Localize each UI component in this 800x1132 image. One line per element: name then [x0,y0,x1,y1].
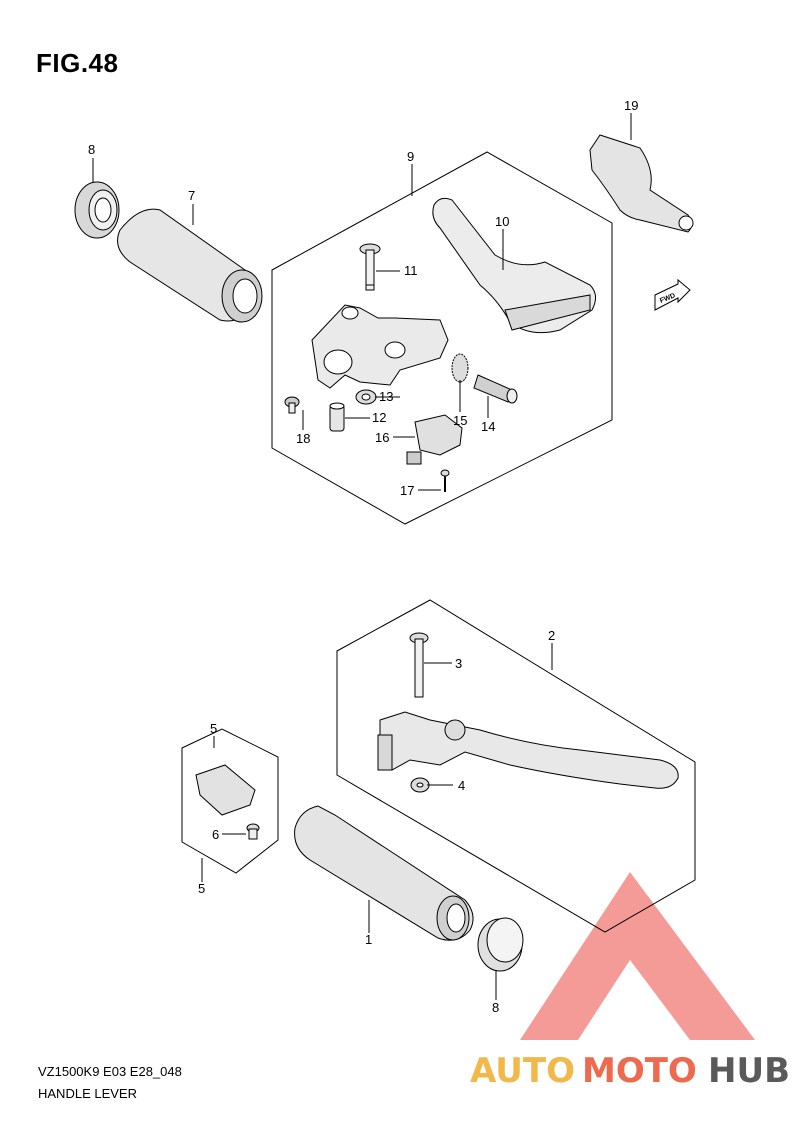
callout-8-bottom: 8 [492,1000,499,1015]
svg-text:AUTO: AUTO [470,1051,575,1091]
callout-9: 9 [407,149,414,164]
callout-13: 13 [379,389,393,404]
part-16-switch [406,414,463,465]
part-15-adjuster [451,353,469,383]
callout-7: 7 [188,188,195,203]
watermark-text: AUTO MOTO HUB [470,1051,790,1091]
part-3-bolt [409,632,429,698]
callout-15: 15 [453,413,467,428]
callout-10: 10 [495,214,509,229]
callout-2: 2 [548,628,555,643]
callout-12: 12 [372,410,386,425]
watermark-triangle [520,872,755,1040]
callout-16: 16 [375,430,389,445]
part-13-nut [355,389,377,405]
part-14-screw [473,374,518,404]
callout-18: 18 [296,431,310,446]
figure-title: FIG.48 [36,48,119,78]
part-1-throttle-grip [294,805,474,941]
callout-5: 5 [198,881,205,896]
part-17-screw [440,469,450,492]
part-2-lever [377,711,679,789]
svg-text:HUB: HUB [708,1051,790,1091]
part-12-collar [329,402,345,432]
part-10-lever [432,197,596,334]
callout-8-top: 8 [88,142,95,157]
callout-5-top: 5 [210,721,217,736]
part-18-bolt [284,396,300,414]
figure-code: VZ1500K9 E03 E28_048 [38,1064,182,1079]
assembly-box-5 [181,728,279,874]
part-6-screw [246,823,260,840]
assembly-box-9 [271,151,613,525]
part-8-cap-bottom [477,917,524,972]
part-19-cable [589,134,694,233]
callout-17: 17 [400,483,414,498]
svg-text:MOTO: MOTO [582,1051,697,1091]
callout-1: 1 [365,932,372,947]
leader-lines [92,113,632,1000]
fwd-arrow-icon: FWD [654,278,691,311]
part-7-grip [117,208,263,323]
callout-labels: 8 7 9 10 19 11 13 12 18 15 14 16 17 2 3 … [88,98,638,1015]
part-8-ring-top [74,181,120,239]
part-11-bolt [359,243,381,291]
callout-4: 4 [458,778,465,793]
part-5-switch [195,764,256,816]
callout-6: 6 [212,827,219,842]
callout-19: 19 [624,98,638,113]
figure-name: HANDLE LEVER [38,1086,137,1101]
part-4-nut [410,777,430,793]
assembly-box-2 [336,599,696,933]
callout-11: 11 [404,263,418,278]
part-bracket-housing [311,304,449,389]
callout-14: 14 [481,419,495,434]
callout-3: 3 [455,656,462,671]
